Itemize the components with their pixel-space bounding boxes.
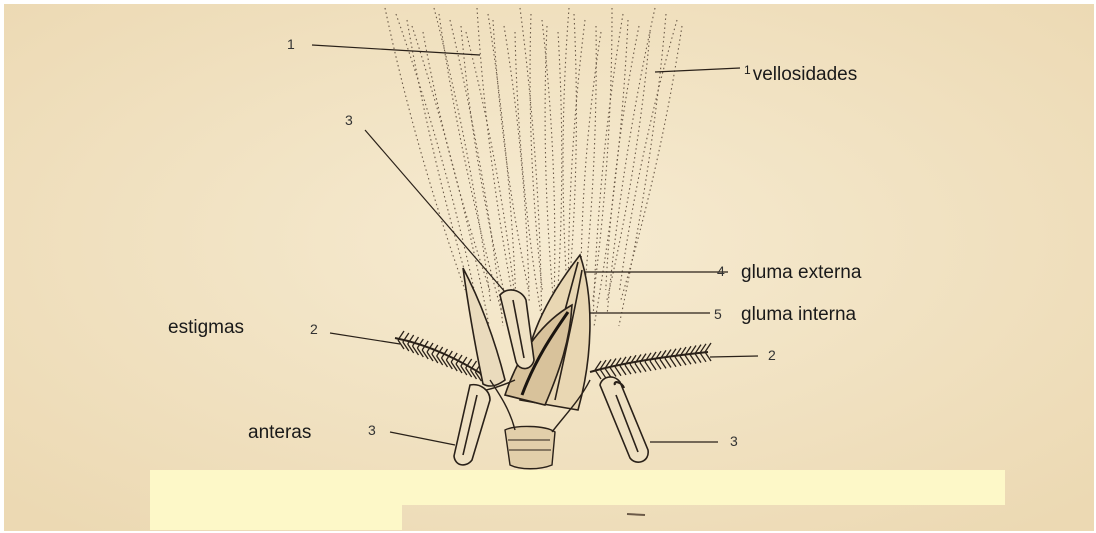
label-outer-glume: gluma externa	[741, 263, 861, 282]
label-anthers: anteras	[248, 423, 311, 442]
label-villi-number: 1	[744, 63, 751, 77]
caption-box-bottom	[150, 503, 402, 530]
label-anther-upper-number: 3	[345, 113, 353, 127]
caption-dash-mark	[627, 514, 645, 515]
label-stigma-left-number: 2	[310, 322, 318, 336]
label-inner-glume-number: 5	[714, 307, 722, 321]
label-stigmas: estigmas	[168, 318, 244, 337]
label-outer-glume-number: 4	[717, 264, 725, 278]
label-anther-right-number: 3	[730, 434, 738, 448]
label-inner-glume: gluma interna	[741, 305, 856, 324]
label-anther-left-number: 3	[368, 423, 376, 437]
caption-box-top	[150, 470, 1005, 505]
label-villi-text: vellosidades	[753, 64, 858, 85]
label-stigma-right-number: 2	[768, 348, 776, 362]
label-hairs-top-number: 1	[287, 37, 295, 51]
